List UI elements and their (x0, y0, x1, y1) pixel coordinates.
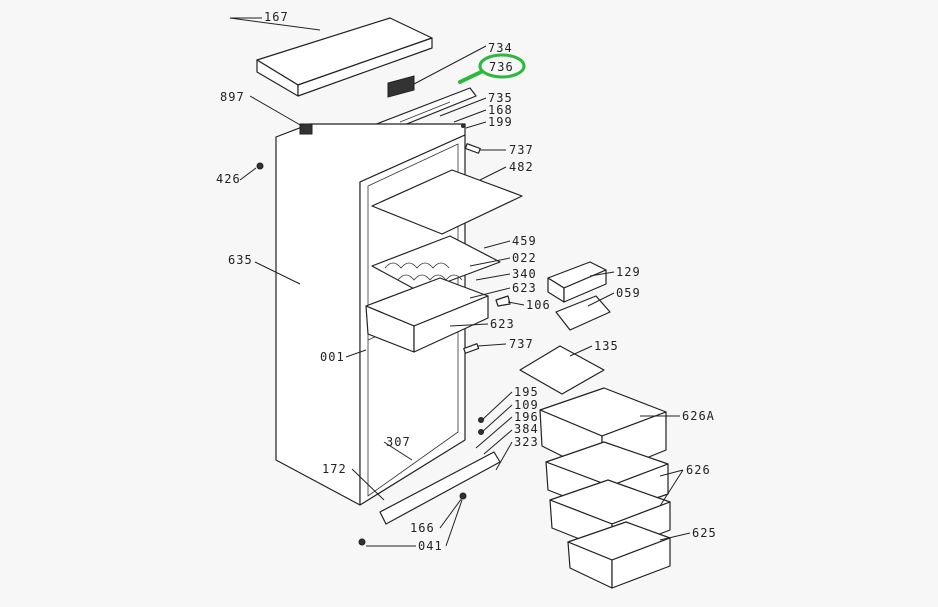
label-129: 129 (616, 265, 641, 279)
label-626: 626 (686, 463, 711, 477)
label-041: 041 (418, 539, 443, 553)
label-307: 307 (386, 435, 411, 449)
label-167: 167 (264, 10, 289, 24)
ice-tray-059 (555, 295, 611, 331)
shelf-482 (371, 169, 523, 235)
label-635: 635 (228, 253, 253, 267)
label-459: 459 (512, 234, 537, 248)
label-737-lower: 737 (509, 337, 534, 351)
tray-135 (519, 345, 605, 395)
label-736: 736 (489, 60, 514, 74)
label-384: 384 (514, 422, 539, 436)
drawer-623 (365, 277, 489, 353)
label-340: 340 (512, 267, 537, 281)
label-623-upper: 623 (512, 281, 537, 295)
label-735: 735 (488, 91, 513, 105)
label-195: 195 (514, 385, 539, 399)
label-897: 897 (220, 90, 245, 104)
top-cover-167 (256, 17, 433, 98)
label-059: 059 (616, 286, 641, 300)
label-172: 172 (322, 462, 347, 476)
label-426: 426 (216, 172, 241, 186)
bottle-rack-340 (371, 235, 501, 293)
label-734: 734 (488, 41, 513, 55)
label-482: 482 (509, 160, 534, 174)
label-109: 109 (514, 398, 539, 412)
label-626A: 626A (682, 409, 715, 423)
small-parts (256, 124, 511, 546)
label-001: 001 (320, 350, 345, 364)
label-022: 022 (512, 251, 537, 265)
drawer-625 (567, 521, 671, 589)
label-625: 625 (692, 526, 717, 540)
label-168: 168 (488, 103, 513, 117)
label-135: 135 (594, 339, 619, 353)
label-199: 199 (488, 115, 513, 129)
label-623-lower: 623 (490, 317, 515, 331)
ice-maker-129 (547, 261, 607, 303)
highlight-circle-736 (458, 53, 526, 84)
label-323: 323 (514, 435, 539, 449)
part-labels: 167 734 736 897 735 168 199 737 426 482 … (216, 10, 717, 553)
label-166: 166 (410, 521, 435, 535)
label-196: 196 (514, 410, 539, 424)
label-106: 106 (526, 298, 551, 312)
leader-lines (229, 17, 691, 547)
label-737-top: 737 (509, 143, 534, 157)
